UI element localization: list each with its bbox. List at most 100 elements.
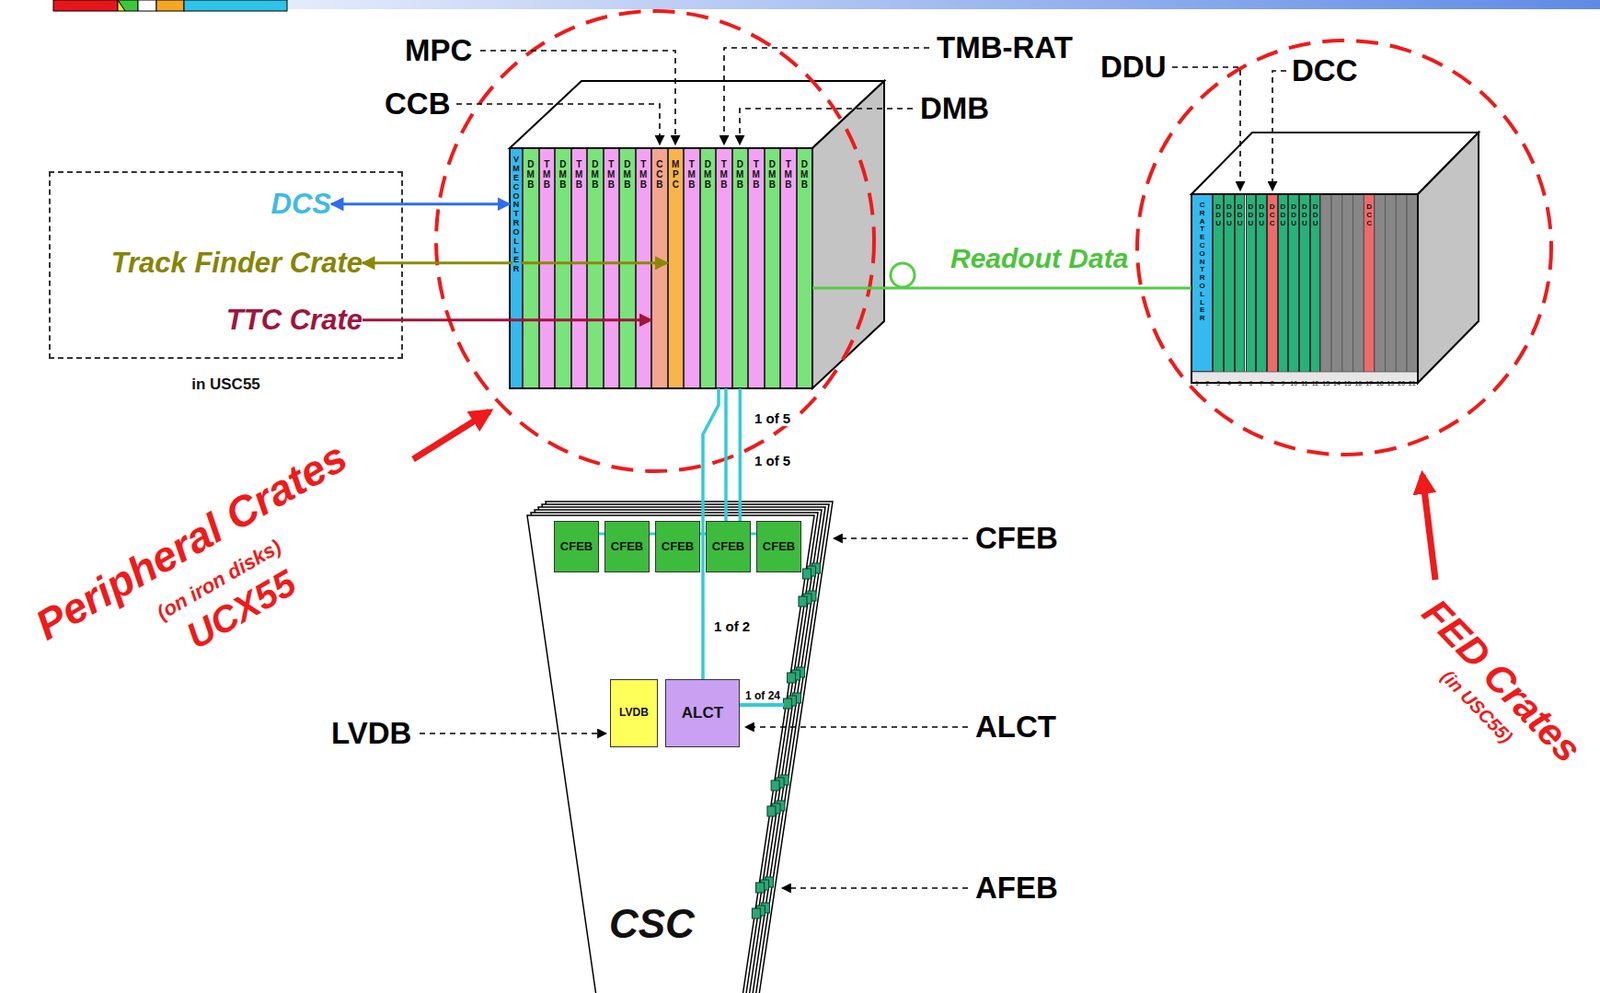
node-text: TMB — [606, 159, 616, 190]
board-box: CFEB — [756, 520, 802, 573]
node-text: DMB — [590, 159, 600, 190]
slot-number: 6 — [1248, 379, 1253, 387]
node-text: DMB — [702, 159, 713, 190]
crate-slot: DDU — [1234, 194, 1246, 383]
slot-number: 17 — [1365, 379, 1373, 387]
node-text: CFEB — [610, 540, 644, 554]
node-text: ALCT — [681, 703, 724, 723]
leader-line — [1272, 70, 1287, 191]
edge-label-holder: Readout Data — [948, 242, 1130, 276]
board-box: LVDB — [610, 679, 658, 748]
slot-number: 2 — [1206, 379, 1210, 387]
afeb-board — [798, 596, 807, 607]
slot-number: 3 — [1216, 379, 1221, 387]
logo-block — [117, 0, 139, 12]
node-text: TMB — [783, 159, 794, 190]
slot-number: 4 — [1227, 379, 1232, 387]
label-holder: 11 — [1300, 372, 1308, 390]
afeb-board — [792, 669, 801, 680]
node-text: DMB — [558, 159, 568, 190]
crate-slot: DMB — [619, 148, 636, 389]
empty-slot — [1342, 194, 1354, 383]
label-holder: 20 — [1397, 372, 1405, 390]
label-holder: ALCT — [975, 709, 1057, 745]
label-holder: CCB — [384, 86, 451, 122]
logo-block — [117, 0, 126, 12]
afeb-board — [787, 672, 796, 683]
leader-line — [745, 725, 968, 728]
crate-slot: DDU — [1245, 194, 1257, 383]
board-box: CFEB — [604, 520, 650, 573]
empty-slot — [1395, 194, 1407, 383]
afeb-board — [796, 667, 806, 678]
label-holder: 15 — [1344, 372, 1352, 390]
connector — [362, 318, 652, 322]
crate-slot: TMB — [780, 148, 797, 389]
label-holder: 16 — [1354, 372, 1362, 390]
crate-slot: TMB — [603, 148, 621, 389]
leader-line — [480, 50, 676, 145]
label-holder: CFEB — [975, 520, 1059, 556]
slot-number: 20 — [1397, 379, 1405, 387]
leader-line — [724, 47, 930, 145]
edge-label: 1 of 5 — [752, 452, 793, 469]
node-text: DDU — [1236, 203, 1244, 228]
node-text: TMB — [719, 159, 729, 190]
node-text: DCC — [1365, 203, 1373, 228]
slot-number: 11 — [1300, 379, 1308, 387]
crate-slot: DMB — [554, 148, 572, 389]
edge-label: 1 of 2 — [712, 618, 752, 634]
node-text: DMB — [526, 159, 536, 190]
afeb-board — [765, 876, 774, 887]
crate-slot: TMB — [715, 148, 733, 389]
afeb-board — [775, 777, 784, 788]
callout-label: AFEB — [975, 870, 1059, 905]
crate-slot: DMB — [587, 148, 604, 389]
callout-label: CFEB — [975, 520, 1059, 555]
connector — [812, 287, 1192, 290]
node-text: DMB — [735, 159, 745, 190]
afeb-board — [792, 692, 801, 703]
group-outline — [436, 11, 875, 472]
node-text: VME CONTROLLER — [512, 155, 521, 275]
empty-slot — [1385, 194, 1397, 383]
slot-number: 12 — [1312, 379, 1320, 387]
node-text: DDU — [1246, 203, 1255, 228]
chamber: CSCCFEBCFEBCFEBCFEBCFEBLVDBALCT — [515, 493, 847, 993]
node-text: DMB — [622, 159, 633, 190]
logo-block — [53, 0, 118, 12]
edge-label-holder: 1 of 2 — [712, 618, 752, 635]
node-text: Track Finder Crate — [111, 246, 363, 280]
label-holder: 7 — [1259, 372, 1264, 390]
label-holder: 13 — [1322, 372, 1330, 390]
label-holder: 17 — [1365, 372, 1373, 390]
node-text: CFEB — [661, 540, 694, 554]
node-text: DDU — [1289, 203, 1298, 228]
connector — [738, 388, 743, 521]
crate-side — [1417, 132, 1479, 383]
crate-slot: MPC — [667, 148, 685, 389]
board-box: CFEB — [655, 520, 701, 573]
label-holder: 2 — [1206, 372, 1210, 390]
node-text: DDU — [1214, 203, 1222, 228]
crate-slot: DDU — [1299, 194, 1311, 383]
label-holder: 4 — [1227, 372, 1232, 390]
chamber-layer — [541, 504, 829, 993]
connector — [724, 388, 728, 521]
slot-number: 9 — [1280, 379, 1285, 387]
node-text: DDU — [1300, 203, 1309, 228]
slot-number: 15 — [1344, 379, 1352, 387]
crate-slot: DMB — [796, 148, 814, 389]
crate-slot: DCC — [1363, 194, 1375, 383]
label-holder: 14 — [1333, 372, 1341, 390]
logo-block — [156, 0, 185, 12]
afeb-board — [751, 908, 760, 919]
afeb-board — [806, 565, 816, 576]
label-holder: 6 — [1248, 372, 1253, 390]
crate-slot: TMB — [539, 148, 556, 389]
node-text: TTC Crate — [226, 303, 363, 337]
node-text: CFEB — [560, 540, 593, 554]
callout-label: 1 of 24 — [743, 689, 783, 703]
system-label: TTC Crate — [226, 303, 363, 337]
